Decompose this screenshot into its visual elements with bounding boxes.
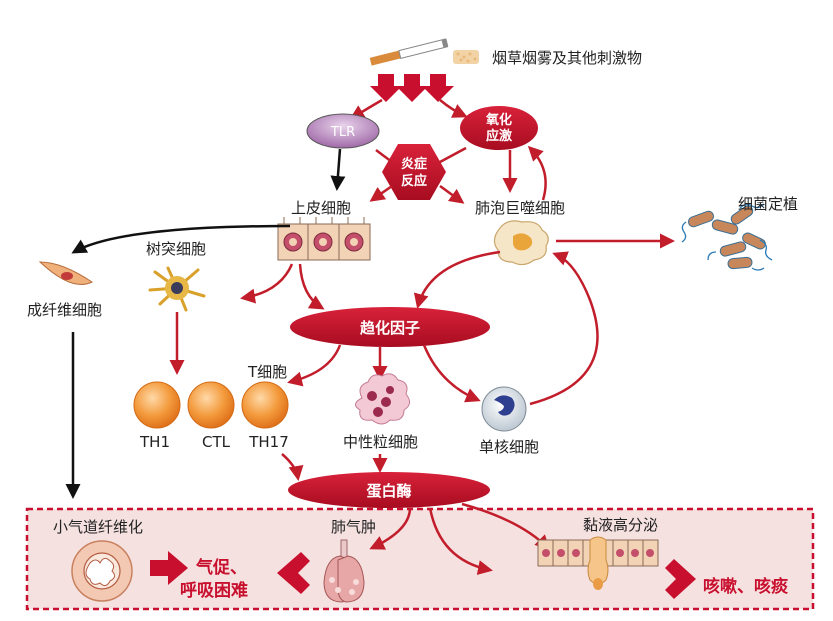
mucus-to-cough-arrow <box>665 559 696 599</box>
dyspnea-label-1: 气促、 <box>195 557 247 578</box>
neutrophil-label: 中性粒细胞 <box>343 433 418 451</box>
dendritic-label: 树突细胞 <box>146 240 206 258</box>
alveolar-macrophage-label: 肺泡巨噬细胞 <box>475 199 565 217</box>
oxidative-stress-label-1: 氧化 <box>485 112 512 128</box>
inflammation-label-2: 反应 <box>401 173 427 189</box>
protease-node <box>288 472 490 508</box>
tlr-label: TLR <box>330 125 355 140</box>
emphysema-label: 肺气肿 <box>331 518 376 536</box>
monocyte-label: 单核细胞 <box>479 438 539 456</box>
ctl-label: CTL <box>202 433 231 451</box>
bacterial-colonization-label: 细菌定植 <box>738 195 798 213</box>
inflammation-hexagon <box>382 144 446 200</box>
airway-fibrosis-label: 小气道纤维化 <box>53 518 143 536</box>
t-cells <box>133 381 289 429</box>
dyspnea-label-2: 呼吸困难 <box>180 580 248 601</box>
inflammation-label-1: 炎症 <box>401 156 427 172</box>
outcome-panel <box>25 507 815 611</box>
cough-label: 咳嗽、咳痰 <box>703 576 789 597</box>
lungs-icon <box>323 539 365 603</box>
th17-label: TH17 <box>248 433 289 451</box>
trigger-arrows <box>370 74 454 102</box>
oxidative-stress-label-2: 应激 <box>486 128 513 144</box>
smoke-icon <box>453 50 479 64</box>
t-cell-label: T细胞 <box>247 363 287 381</box>
airway-fibrosis-icon <box>71 540 133 602</box>
neutrophil-icon <box>355 373 410 425</box>
oxidative-stress-node <box>460 106 538 150</box>
th1-label: TH1 <box>139 433 170 451</box>
fibroblast-label: 成纤维细胞 <box>27 301 102 319</box>
emphysema-to-dyspnea-arrow <box>277 552 310 594</box>
protease-label: 蛋白酶 <box>366 482 411 500</box>
mucus-label: 黏液高分泌 <box>583 516 658 534</box>
trigger-label: 烟草烟雾及其他刺激物 <box>492 49 642 67</box>
bacteria-icon <box>681 203 773 271</box>
epithelial-cells <box>277 217 371 261</box>
epithelial-label: 上皮细胞 <box>291 199 351 217</box>
fibroblast-icon <box>38 261 93 285</box>
tlr-receptor <box>306 113 380 149</box>
mucus-epithelium-icon <box>537 536 659 590</box>
alveolar-macrophage-icon <box>493 220 549 266</box>
chemokine-node <box>290 307 490 347</box>
fibrosis-to-dyspnea-arrow <box>150 551 188 585</box>
monocyte-icon <box>481 386 527 432</box>
chemokine-label: 趋化因子 <box>360 319 420 337</box>
cigarette-icon <box>369 38 449 66</box>
dendritic-cell-icon <box>148 266 206 312</box>
